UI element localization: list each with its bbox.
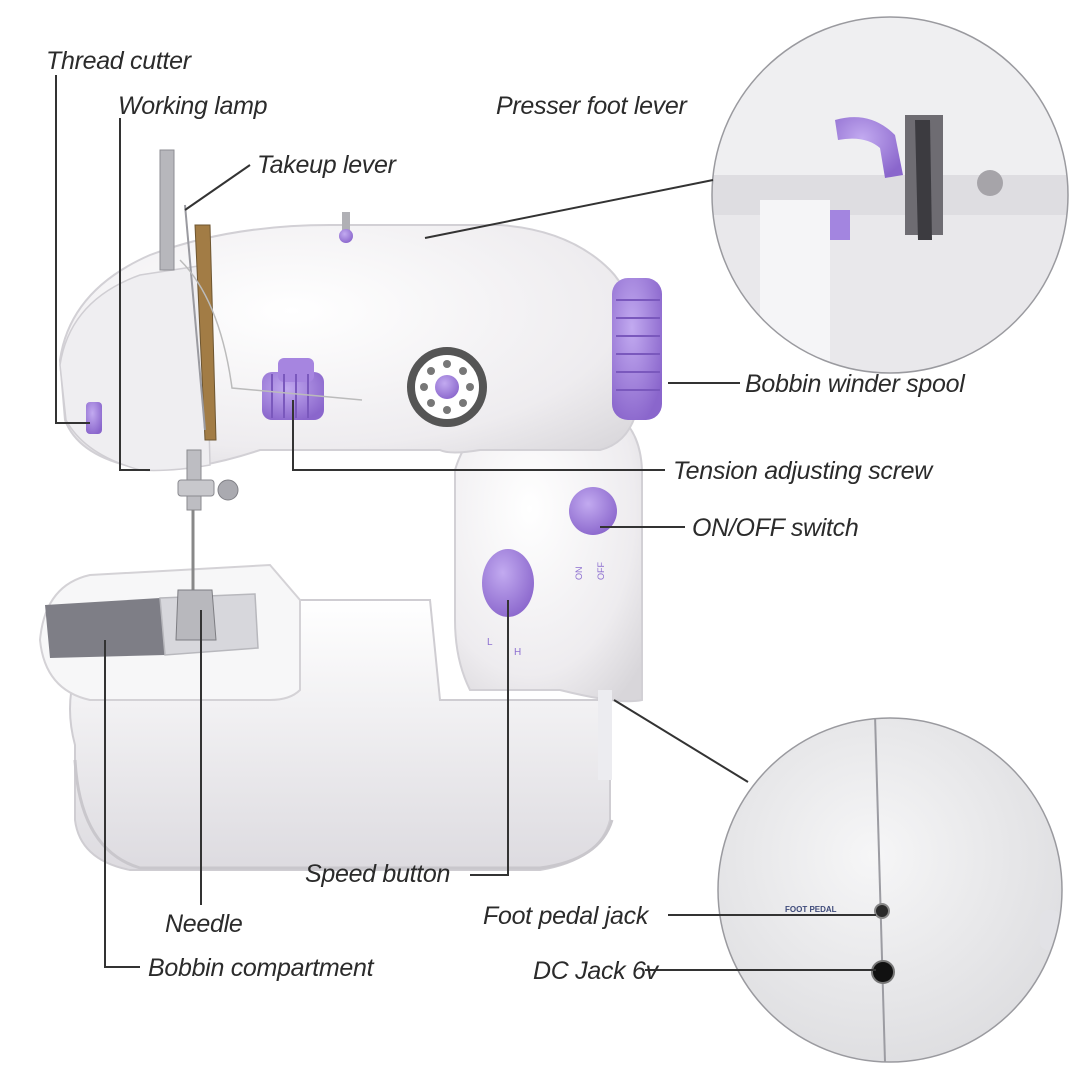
leader-tension-adjusting-screw [292,400,665,471]
leader-lines [55,75,876,971]
leader-takeup-lever [184,164,251,211]
leader-jacks-zoom [613,699,749,783]
leader-thread-cutter [55,75,90,424]
bobbin-spool [407,347,487,427]
label-foot-pedal-jack: Foot pedal jack [483,902,649,930]
label-takeup-lever: Takeup lever [257,151,396,179]
bobbin-cover-plate [45,598,165,658]
handwheel [612,278,662,420]
label-thread-cutter: Thread cutter [46,47,191,75]
speed-low-marking: L [487,637,493,648]
zoom-circle-jacks: FOOT PEDAL [717,717,1063,1063]
leader-working-lamp [119,118,150,471]
switch-on-marking: ON [574,567,584,581]
label-tension-adjusting-screw: Tension adjusting screw [673,457,932,485]
label-bobbin-compartment: Bobbin compartment [148,954,374,982]
foot-pedal-jack-port [874,903,890,919]
label-needle: Needle [165,910,243,938]
presser-foot-lever-icon [835,117,903,178]
speed-button-knob [482,549,534,617]
label-dc-jack: DC Jack 6v [533,957,658,985]
zoom-circle-presser-foot [711,16,1069,374]
leader-speed-button [470,600,509,876]
label-speed-button: Speed button [305,860,451,888]
on-off-switch-knob [569,487,617,535]
tension-dial [262,358,324,420]
takeup-lever [194,224,217,441]
sewing-machine [38,149,662,871]
leader-bobbin-compartment [104,640,140,968]
label-presser-foot-lever: Presser foot lever [496,92,687,120]
label-working-lamp: Working lamp [118,92,268,120]
switch-off-marking: OFF [596,562,606,580]
foot-pedal-marking: FOOT PEDAL [785,905,837,914]
label-bobbin-winder-spool: Bobbin winder spool [745,370,965,398]
leader-presser-foot-lever [424,179,714,239]
speed-high-marking: H [514,647,521,658]
label-on-off-switch: ON/OFF switch [692,514,859,542]
dc-jack-port [871,960,895,984]
